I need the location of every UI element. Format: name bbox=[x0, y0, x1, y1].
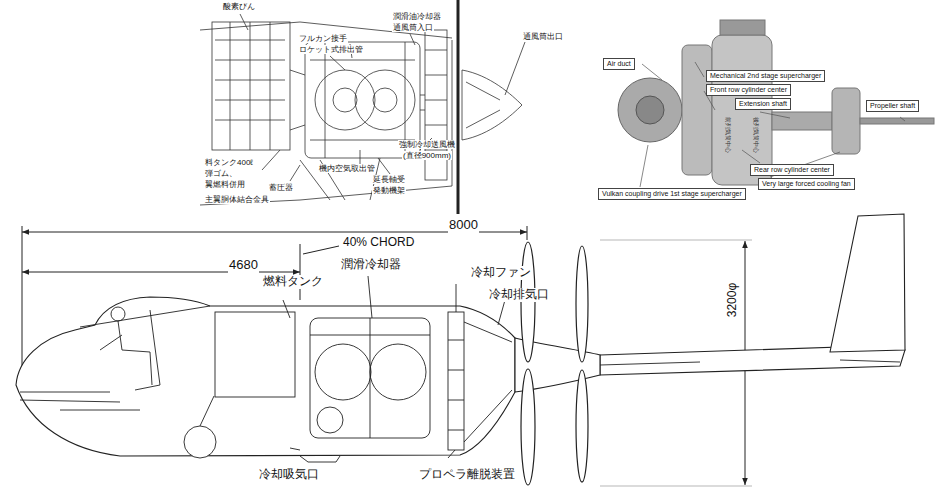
part-label: 冷却吸気口 bbox=[258, 468, 320, 482]
propeller-blade bbox=[457, 0, 460, 214]
part-label: (直径900mm) bbox=[402, 151, 452, 160]
engine-inset bbox=[618, 20, 934, 187]
part-label: プロペラ離脱装置 bbox=[418, 468, 516, 482]
fuselage bbox=[16, 214, 905, 456]
part-label: 強制冷却送風機 bbox=[398, 140, 456, 149]
dimension-value: 4680 bbox=[228, 258, 259, 273]
part-label: ロケット式排出管 bbox=[298, 45, 364, 54]
callout-box: Extension shaft bbox=[735, 98, 791, 110]
part-label: 潤滑油冷却器 bbox=[392, 12, 442, 21]
part-label: 燃料タンク bbox=[262, 275, 324, 289]
part-label: 通風筒出口 bbox=[522, 32, 564, 41]
part-label: 主翼胴体結合金具 bbox=[204, 195, 270, 204]
callout-text: Extension shaft bbox=[739, 100, 787, 108]
callout-text: Air duct bbox=[607, 60, 631, 68]
callout-box: Propeller shaft bbox=[866, 100, 919, 112]
callout-box: Mechanical 2nd stage supercharger bbox=[706, 70, 825, 82]
callout-box: Rear row cylinder center bbox=[750, 164, 834, 176]
callout-text: Very large forced cooling fan bbox=[762, 180, 851, 188]
part-label: フルカン接手 bbox=[298, 34, 348, 43]
dimension-value: 8000 bbox=[448, 218, 479, 233]
internal-details bbox=[20, 276, 900, 462]
part-label: 蓄圧器 bbox=[268, 183, 294, 192]
callout-text: Rear row cylinder center bbox=[754, 166, 830, 174]
part-label: 弾ゴム、 bbox=[204, 169, 238, 178]
part-label: 冷却ファン bbox=[470, 266, 532, 280]
part-label: 翼燃料併用 bbox=[204, 180, 246, 189]
part-label: 酸素びん bbox=[222, 2, 256, 11]
callout-text: Vulkan coupling drive 1st stage supercha… bbox=[602, 190, 742, 198]
axis-label: 後列気筒中心 bbox=[753, 116, 760, 154]
callout-box: Front row cylinder center bbox=[706, 84, 791, 96]
cutaway-inset bbox=[200, 14, 525, 205]
dimension-value: 3200φ bbox=[726, 282, 740, 318]
callout-box: Very large forced cooling fan bbox=[758, 178, 855, 190]
part-label: 発動機架 bbox=[372, 186, 406, 195]
axis-label: 前列気筒中心 bbox=[725, 116, 732, 154]
callout-box: Vulkan coupling drive 1st stage supercha… bbox=[598, 188, 746, 200]
part-label: 機内空気取出管 bbox=[318, 164, 376, 173]
callout-text: Mechanical 2nd stage supercharger bbox=[710, 72, 821, 80]
chord-note: 40% CHORD bbox=[342, 236, 415, 250]
part-label: 通風筒入口 bbox=[392, 23, 434, 32]
part-label: 潤滑冷却器 bbox=[340, 258, 402, 272]
callout-box: Air duct bbox=[603, 58, 635, 70]
part-label: 延長軸受 bbox=[372, 175, 406, 184]
part-label: 冷却排気口 bbox=[488, 288, 550, 302]
part-label: 料タンク400ℓ bbox=[204, 158, 254, 167]
callout-text: Front row cylinder center bbox=[710, 86, 787, 94]
callout-text: Propeller shaft bbox=[870, 102, 915, 110]
